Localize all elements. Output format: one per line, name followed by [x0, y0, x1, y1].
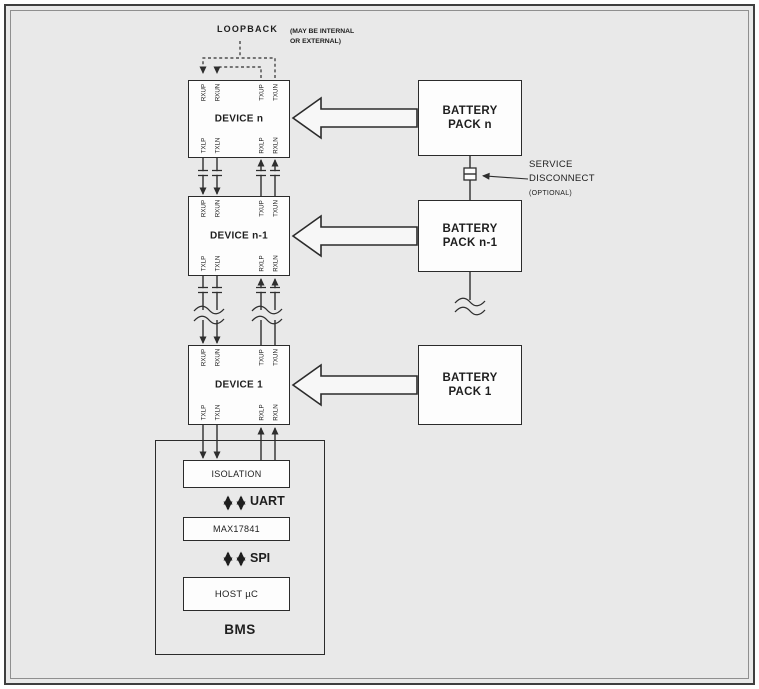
pin-label: RXUP	[200, 199, 208, 218]
pin-label: RXLN	[272, 255, 280, 272]
pin-label: RXLN	[272, 404, 280, 421]
loopback-label: LOOPBACK	[216, 24, 279, 34]
device-name: DEVICE n	[214, 113, 264, 125]
battery-pack-n-box: BATTERY PACK n	[418, 80, 522, 156]
pin-label: TXLP	[200, 137, 208, 154]
service-disconnect-line1: SERVICE	[529, 159, 573, 170]
pin-label: TXLN	[214, 255, 222, 272]
isolation-label: ISOLATION	[211, 469, 262, 479]
spi-label: SPI	[250, 551, 271, 565]
host-uc-label: HOST µC	[214, 588, 259, 600]
pin-label: TXUP	[258, 200, 266, 217]
pin-label: TXLP	[200, 255, 208, 272]
pin-label: TXLN	[214, 137, 222, 154]
pin-label: TXUN	[272, 200, 280, 217]
device-name: DEVICE 1	[215, 379, 263, 391]
pin-label: RXLN	[272, 137, 280, 154]
pin-label: RXUN	[214, 83, 222, 102]
loopback-note-line1: (MAY BE INTERNAL	[290, 28, 355, 35]
pin-label: RXUP	[200, 83, 208, 102]
pin-label: RXLP	[258, 404, 266, 421]
device-n-1-box: RXUP RXUN TXUP TXUN DEVICE n-1 TXLP TXLN…	[188, 196, 290, 276]
bms-box	[155, 440, 325, 655]
pin-label: TXUN	[272, 349, 280, 366]
pin-label: TXUP	[258, 84, 266, 101]
max17841-label: MAX17841	[213, 524, 260, 534]
battery-pack-n-1-box: BATTERY PACK n-1	[418, 200, 522, 272]
pin-label: RXUN	[214, 348, 222, 367]
battery-pack-label-line2: PACK n-1	[442, 237, 498, 249]
pin-label: TXLN	[214, 404, 222, 421]
device-n-box: RXUP RXUN TXUP TXUN DEVICE n TXLP TXLN R…	[188, 80, 290, 158]
pin-label: TXUP	[258, 349, 266, 366]
device-name: DEVICE n-1	[209, 230, 268, 242]
service-disconnect-line2: DISCONNECT	[529, 172, 595, 184]
battery-pack-label-line1: BATTERY	[442, 105, 498, 117]
uart-label: UART	[250, 494, 285, 508]
pin-label: RXUN	[214, 199, 222, 218]
service-disconnect-label: SERVICE DISCONNECT (OPTIONAL)	[529, 158, 595, 201]
battery-pack-1-box: BATTERY PACK 1	[418, 345, 522, 425]
pin-label: TXLP	[200, 404, 208, 421]
battery-pack-label-line2: PACK 1	[448, 386, 492, 398]
loopback-note: (MAY BE INTERNAL OR EXTERNAL)	[290, 27, 354, 47]
loopback-note-line2: OR EXTERNAL)	[290, 38, 341, 45]
pin-label: TXUN	[272, 84, 280, 101]
battery-pack-label-line1: BATTERY	[442, 372, 498, 384]
pin-label: RXUP	[200, 348, 208, 367]
service-disconnect-optional: (OPTIONAL)	[529, 190, 573, 197]
max17841-box: MAX17841	[183, 517, 290, 541]
bms-label: BMS	[224, 622, 256, 637]
device-1-box: RXUP RXUN TXUP TXUN DEVICE 1 TXLP TXLN R…	[188, 345, 290, 425]
inner-frame	[10, 10, 749, 679]
pin-label: RXLP	[258, 255, 266, 272]
isolation-box: ISOLATION	[183, 460, 290, 488]
battery-pack-label-line2: PACK n	[448, 119, 492, 131]
battery-pack-label-line1: BATTERY	[442, 223, 498, 235]
pin-label: RXLP	[258, 137, 266, 154]
host-uc-box: HOST µC	[183, 577, 290, 611]
